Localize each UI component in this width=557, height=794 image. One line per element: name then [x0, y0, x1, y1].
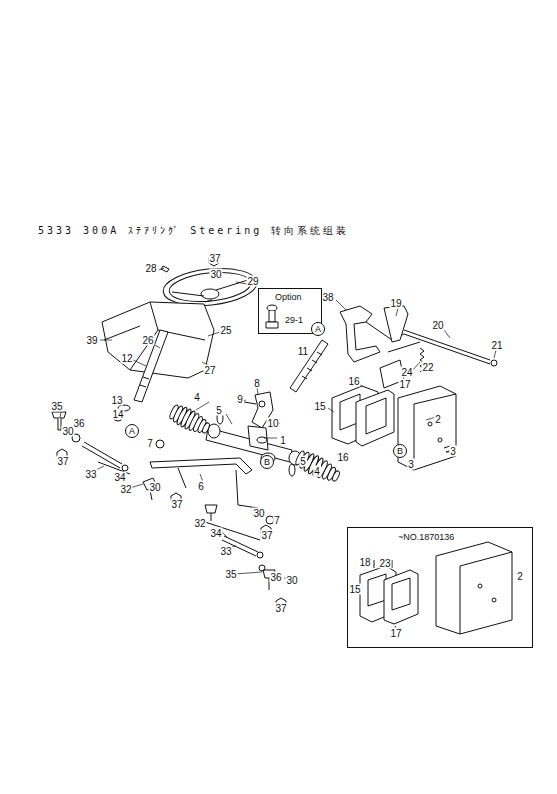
callout-number: 9: [236, 394, 244, 405]
box-text: ~NO.1870136: [398, 532, 454, 542]
column-shaft: [134, 330, 168, 402]
callout-number: 16: [347, 376, 360, 387]
reference-letter: A: [129, 426, 135, 436]
callout-number: 33: [84, 469, 97, 480]
callout-number: 7: [273, 515, 281, 526]
callout-number: 37: [260, 530, 273, 541]
callout-number: 26: [141, 335, 154, 346]
callout-number: 1: [279, 435, 287, 446]
tie-rod: [150, 458, 252, 474]
callout-number: 30: [148, 482, 161, 493]
callout-number: 13: [110, 395, 123, 406]
callout-number: 14: [111, 409, 124, 420]
callout-number: 2: [516, 571, 524, 582]
intermediate-shaft: [290, 340, 328, 392]
callout-number: 37: [274, 603, 287, 614]
callout-number: 15: [313, 401, 326, 412]
callout-number: 37: [208, 253, 221, 264]
pedal: [340, 306, 380, 362]
callout-number: 4: [193, 392, 201, 403]
bellows-ring: [201, 422, 210, 434]
callout-number: 25: [219, 325, 232, 336]
inset-parts: [360, 542, 512, 634]
callout-number: 35: [50, 401, 63, 412]
callout-number: 7: [146, 438, 154, 449]
box-text: 29-1: [285, 315, 303, 325]
callout-number: 30: [61, 426, 74, 437]
callout-number: 20: [431, 320, 444, 331]
box-text: Option: [275, 292, 302, 302]
reference-letter: B: [264, 457, 270, 467]
callout-number: 11: [297, 346, 309, 357]
callout-number: 30: [252, 508, 265, 519]
bellows-ring: [331, 470, 340, 482]
callout-number: 19: [389, 298, 402, 309]
reference-circle: A: [125, 424, 139, 438]
diagram-title: 5333 300A ｽﾃｱﾘﾝｸﾞ Steering 转向系统组装: [38, 224, 349, 238]
callout-number: 21: [490, 340, 503, 351]
callout-number: 33: [219, 546, 232, 557]
link-arm: [384, 306, 408, 342]
inset-box: ~NO.1870136: [347, 527, 533, 648]
callout-number: 37: [170, 499, 183, 510]
callout-number: 30: [285, 575, 298, 586]
callout-number: 32: [193, 518, 206, 529]
reference-circle: A: [311, 322, 325, 336]
callout-number: 4: [313, 466, 321, 477]
callout-number: 6: [197, 481, 205, 492]
callout-number: 39: [85, 335, 98, 346]
callout-number: 34: [113, 472, 126, 483]
option-switch: [266, 305, 278, 328]
callout-number: 37: [56, 456, 69, 467]
callout-number: 5: [299, 456, 307, 467]
rod: [404, 330, 490, 364]
reference-letter: B: [397, 446, 403, 456]
seal-ring: [289, 464, 295, 476]
callout-number: 2: [434, 414, 442, 425]
callout-number: 29: [246, 276, 259, 287]
callout-number: 38: [321, 292, 334, 303]
callout-number: 16: [336, 452, 349, 463]
reference-circle: B: [260, 455, 274, 469]
callout-number: 5: [215, 405, 223, 416]
callout-number: 27: [203, 365, 216, 376]
ball-joints: [52, 412, 275, 590]
callout-number: 28: [144, 263, 157, 274]
reference-circle: B: [393, 444, 407, 458]
callout-number: 32: [119, 484, 132, 495]
callout-number: 30: [209, 269, 222, 280]
callout-number: 22: [421, 362, 434, 373]
callout-number: 17: [389, 628, 402, 639]
bracket-plate: [356, 390, 394, 446]
reference-letter: A: [315, 324, 321, 334]
callout-number: 24: [400, 367, 413, 378]
callout-number: 36: [269, 572, 282, 583]
callout-number: 35: [224, 569, 237, 580]
nuts: [57, 255, 286, 609]
callout-number: 10: [266, 418, 279, 429]
callout-number: 3: [449, 446, 457, 457]
callout-number: 3: [407, 459, 415, 470]
leader-lines: [60, 268, 496, 579]
callout-number: 8: [253, 378, 261, 389]
callout-number: 12: [120, 353, 133, 364]
callout-number: 17: [398, 379, 411, 390]
callout-number: 15: [348, 584, 361, 595]
callout-number: 18: [358, 557, 371, 568]
callout-number: 23: [378, 558, 391, 569]
mount-plate: [398, 386, 456, 470]
callout-number: 34: [209, 528, 222, 539]
tie-rod-ends: [72, 434, 265, 571]
